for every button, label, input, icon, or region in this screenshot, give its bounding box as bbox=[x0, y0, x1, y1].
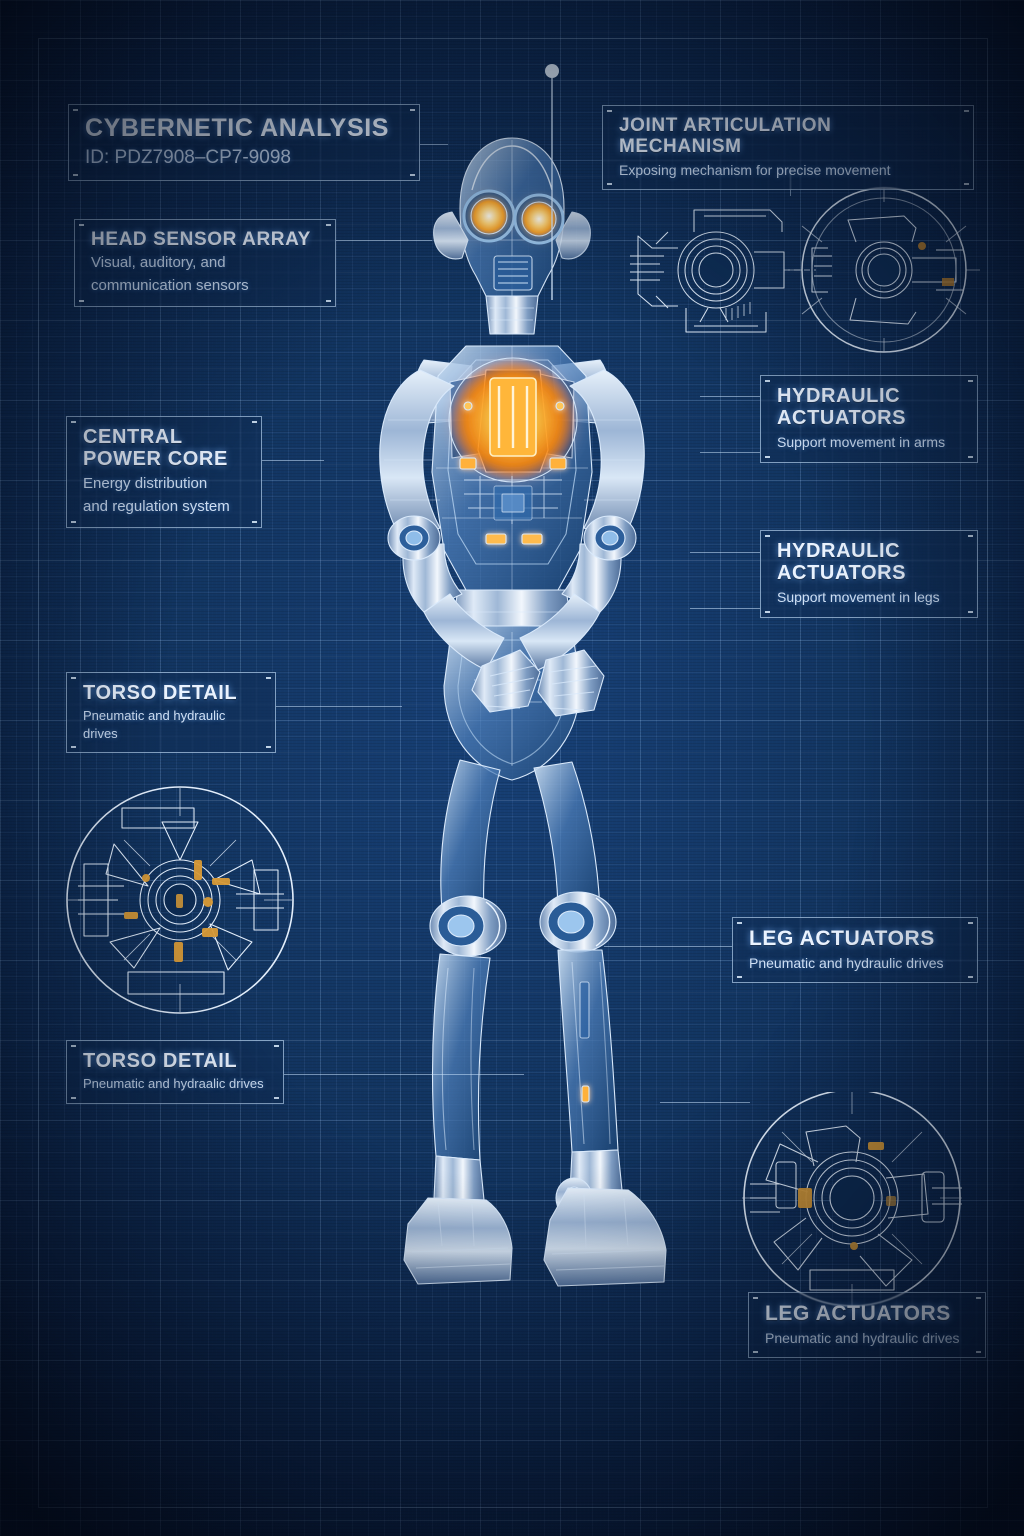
callout-head-sensor-array[interactable]: HEAD SENSOR ARRAY Visual, auditory, and … bbox=[74, 219, 336, 308]
callout-title-line-1: HYDRAULIC bbox=[777, 385, 901, 407]
callout-title-line-1: HYDRAULIC bbox=[777, 540, 901, 562]
callout-desc: Exposing mechanism for precise movement bbox=[619, 161, 891, 178]
callout-hydraulic-actuators-arms[interactable]: HYDRAULIC ACTUATORS Support movement in … bbox=[760, 375, 978, 463]
android-figure bbox=[228, 120, 796, 1390]
callout-title-line-2: ACTUATORS bbox=[777, 407, 907, 430]
callout-title: TORSO DETAIL bbox=[83, 1050, 238, 1072]
leader-torso2 bbox=[284, 1074, 524, 1075]
callout-title: JOINT ARTICULATION MECHANISM bbox=[619, 115, 832, 158]
callout-central-power-core[interactable]: CENTRAL POWER CORE Energy distribution a… bbox=[66, 416, 262, 528]
callout-desc-line-1: Energy distribution bbox=[83, 474, 208, 492]
leader-leg-a bbox=[690, 552, 760, 553]
leader-core bbox=[262, 460, 324, 461]
actuator-section-right bbox=[736, 1092, 968, 1314]
callout-title: HEAD SENSOR ARRAY bbox=[91, 229, 311, 250]
callout-cybernetic-analysis[interactable]: CYBERNETIC ANALYSIS ID: PDZ7908–CP7-9098 bbox=[68, 104, 420, 182]
measurement-pin-marker bbox=[540, 62, 564, 302]
callout-title: CYBERNETIC ANALYSIS bbox=[85, 114, 390, 142]
leader-legact2 bbox=[660, 1102, 750, 1103]
callout-joint-articulation[interactable]: JOINT ARTICULATION MECHANISM Exposing me… bbox=[602, 105, 974, 191]
callout-torso-detail-lower[interactable]: TORSO DETAIL Pneumatic and hydraalic dri… bbox=[66, 1040, 284, 1104]
callout-desc: Support movement in arms bbox=[777, 433, 946, 450]
leader-title bbox=[420, 144, 448, 145]
callout-desc-line-2: and regulation system bbox=[83, 497, 230, 515]
callout-subject-id: ID: PDZ7908–CP7-9098 bbox=[85, 147, 291, 168]
callout-title-line-2: ACTUATORS bbox=[777, 562, 907, 585]
actuator-section-left bbox=[62, 782, 298, 1018]
callout-title-line-1: CENTRAL bbox=[83, 426, 183, 448]
callout-desc: Pneumatic and hydraalic drives bbox=[83, 1076, 264, 1092]
callout-desc-line-2: communication sensors bbox=[91, 277, 249, 295]
callout-title-line-2: POWER CORE bbox=[83, 448, 228, 471]
leader-legact1 bbox=[604, 946, 732, 947]
leader-leg-b bbox=[690, 608, 760, 609]
callout-torso-detail-upper[interactable]: TORSO DETAIL Pneumatic and hydraulic dri… bbox=[66, 672, 276, 754]
callout-title: TORSO DETAIL bbox=[83, 682, 238, 704]
callout-desc: Pneumatic and hydraulic drives bbox=[749, 954, 944, 971]
callout-desc: Support movement in legs bbox=[777, 588, 940, 605]
callout-desc-line-1: Visual, auditory, and bbox=[91, 254, 226, 272]
callout-leg-actuators-upper[interactable]: LEG ACTUATORS Pneumatic and hydraulic dr… bbox=[732, 917, 978, 984]
callout-desc: Pneumatic and hydraulic drives bbox=[765, 1329, 960, 1346]
callout-leg-actuators-lower[interactable]: LEG ACTUATORS Pneumatic and hydraulic dr… bbox=[748, 1292, 986, 1359]
callout-title: LEG ACTUATORS bbox=[765, 1302, 951, 1325]
leader-torso1 bbox=[276, 706, 402, 707]
leader-arm-b bbox=[700, 452, 760, 453]
leader-arm-a bbox=[700, 396, 760, 397]
callout-hydraulic-actuators-legs[interactable]: HYDRAULIC ACTUATORS Support movement in … bbox=[760, 530, 978, 618]
joint-articulation-diagram bbox=[616, 186, 988, 356]
callout-desc: Pneumatic and hydraulic drives bbox=[83, 708, 226, 741]
leader-head bbox=[336, 240, 432, 241]
callout-title: LEG ACTUATORS bbox=[749, 927, 935, 950]
